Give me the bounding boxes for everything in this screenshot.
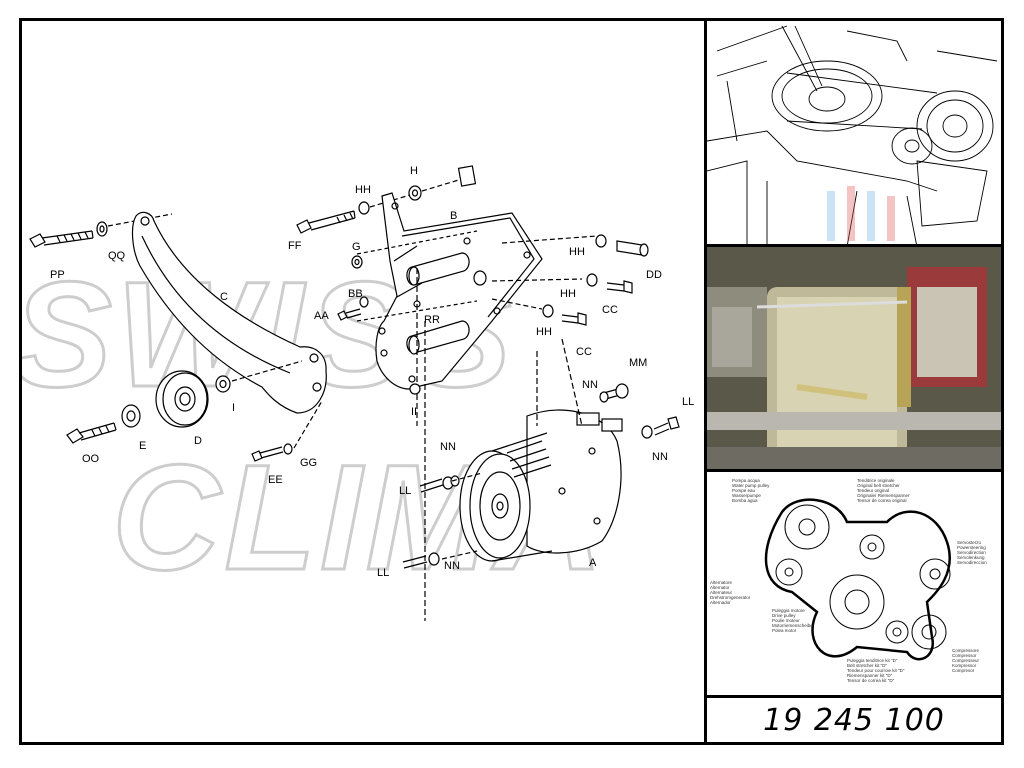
svg-text:Servodirection: Servodirection [957, 550, 986, 555]
label-hh-r3: HH [536, 326, 552, 338]
label-qq: QQ [108, 250, 126, 262]
svg-text:Pompe eau: Pompe eau [732, 488, 756, 493]
svg-text:Water pump pulley: Water pump pulley [732, 483, 770, 488]
tensioner-pulley-d [66, 360, 323, 462]
small-parts-g-bb-aa [337, 255, 421, 395]
label-ll-3: LL [377, 567, 389, 579]
label-cc-1: CC [602, 304, 618, 316]
part-number: 19 245 100 [763, 702, 945, 738]
bracket-c [131, 211, 327, 414]
label-rr: RR [424, 314, 440, 326]
watermark: SWISS CLIMA [22, 249, 604, 603]
svg-text:Tendeur pour courroie kit "D": Tendeur pour courroie kit "D" [847, 668, 905, 673]
exploded-view-panel: SWISS CLIMA [22, 21, 707, 742]
label-nn-2: NN [652, 451, 668, 463]
svg-text:Compressore: Compressore [952, 648, 980, 653]
label-bb: BB [348, 288, 363, 300]
svg-text:Servosterzo: Servosterzo [957, 540, 982, 545]
label-dd: DD [646, 269, 662, 281]
mounting-plate [356, 192, 543, 621]
label-i: I [232, 402, 235, 414]
svg-text:Originaler Riemenspanner: Originaler Riemenspanner [857, 493, 910, 498]
label-cc-2: CC [576, 346, 592, 358]
label-d: D [194, 435, 202, 447]
svg-text:Belt stretcher kit "D": Belt stretcher kit "D" [847, 663, 887, 668]
svg-text:Poulie moteur: Poulie moteur [772, 618, 800, 623]
label-ii: II [411, 406, 417, 418]
svg-text:Tensor de correa kit "D": Tensor de correa kit "D" [847, 678, 895, 683]
label-ff: FF [288, 240, 302, 252]
svg-text:Puleggia motore: Puleggia motore [772, 608, 805, 613]
svg-text:Polea motor: Polea motor [772, 628, 797, 633]
svg-text:Original belt stretcher: Original belt stretcher [857, 483, 900, 488]
label-g: G [352, 241, 361, 253]
exploded-view-diagram: SWISS CLIMA [22, 165, 694, 621]
bolts-compressor [402, 383, 680, 569]
belt-routing-diagram: Pompa acqua Water pump pulley Pompe eau … [710, 478, 987, 683]
label-hh-r2: HH [560, 288, 576, 300]
svg-text:Alternador: Alternador [710, 600, 731, 605]
label-h: H [410, 165, 418, 177]
svg-text:Alternator: Alternator [710, 585, 730, 590]
part-number-panel: 19 245 100 [707, 698, 1001, 742]
svg-text:Servodireccion: Servodireccion [957, 560, 987, 565]
belt-routing-panel: Pompa acqua Water pump pulley Pompe eau … [707, 472, 1001, 698]
label-hh-r1: HH [569, 246, 585, 258]
svg-text:Puleggia tenditrice kit "D": Puleggia tenditrice kit "D" [847, 658, 898, 663]
compressor-a [459, 338, 623, 562]
document-frame: SWISS CLIMA [19, 18, 1004, 745]
svg-text:Compresseur: Compresseur [952, 658, 980, 663]
label-oo: OO [82, 453, 100, 465]
engine-bay-sketch [707, 25, 998, 244]
svg-text:Compresor: Compresor [952, 668, 975, 673]
svg-text:Drive pulley: Drive pulley [772, 613, 796, 618]
svg-text:Tendeur original: Tendeur original [857, 488, 889, 493]
svg-text:Pompa acqua: Pompa acqua [732, 478, 760, 483]
svg-text:Riemenspanner kit "D": Riemenspanner kit "D" [847, 673, 893, 678]
label-nn-4: NN [444, 560, 460, 572]
svg-text:Tensor de correa original: Tensor de correa original [857, 498, 907, 503]
label-ee: EE [268, 474, 283, 486]
label-nn-1: NN [582, 379, 598, 391]
label-mm: MM [629, 357, 647, 369]
svg-text:Drehstromgenerator: Drehstromgenerator [710, 595, 751, 600]
label-nn-3: NN [440, 441, 456, 453]
label-c: C [220, 291, 228, 303]
engine-bay-sketch-panel [707, 21, 1001, 247]
svg-text:Wasserpumpe: Wasserpumpe [732, 493, 761, 498]
svg-text:Powersteering: Powersteering [957, 545, 986, 550]
svg-text:Tenditrice originale: Tenditrice originale [857, 478, 895, 483]
label-a: A [589, 557, 597, 569]
label-e: E [139, 440, 146, 452]
label-aa: AA [314, 310, 329, 322]
installed-photo-panel [707, 247, 1001, 472]
installed-photo [707, 247, 1001, 469]
svg-text:Alternatore: Alternatore [710, 580, 733, 585]
svg-text:Compressor: Compressor [952, 653, 977, 658]
label-b: B [450, 210, 457, 222]
svg-text:Bomba agua: Bomba agua [732, 498, 758, 503]
belt-legend: Pompa acqua Water pump pulley Pompe eau … [710, 478, 987, 683]
label-ll-2: LL [399, 485, 411, 497]
label-ll-1: LL [682, 396, 694, 408]
svg-text:Servolenkung: Servolenkung [957, 555, 985, 560]
label-hh-top: HH [355, 184, 371, 196]
svg-text:Alternateur: Alternateur [710, 590, 733, 595]
bolts-right-side [473, 234, 649, 326]
svg-text:Kompressor: Kompressor [952, 663, 977, 668]
label-gg: GG [300, 457, 317, 469]
label-pp: PP [50, 269, 65, 281]
svg-text:Motorriemenscheibe: Motorriemenscheibe [772, 623, 813, 628]
